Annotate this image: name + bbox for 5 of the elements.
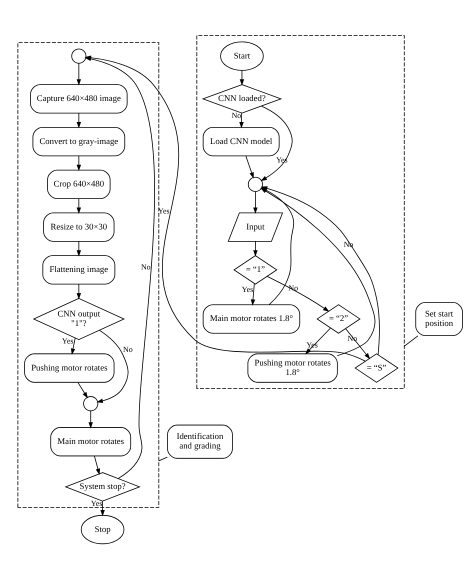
edge-label: Yes xyxy=(242,284,254,294)
edge-label: No xyxy=(123,344,133,354)
edge-label: Yes xyxy=(158,206,170,216)
edge-label: No xyxy=(140,262,151,271)
edge-label: No xyxy=(288,282,298,292)
